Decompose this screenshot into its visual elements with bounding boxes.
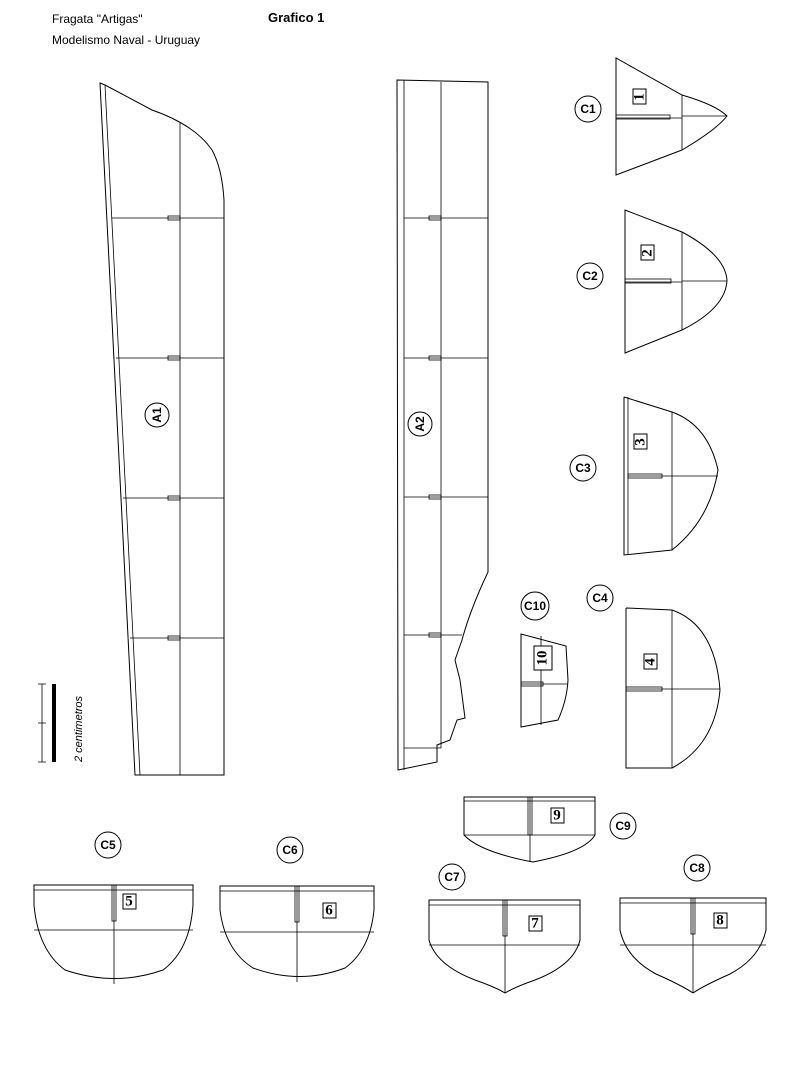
frame-c2: 2 C2 [576,209,728,354]
label-a2: A2 [413,416,427,432]
callout-circle [520,591,550,621]
label-a1: A1 [150,407,164,423]
frame-number-6: 6 [325,902,333,918]
label-c3: C3 [575,461,591,475]
frame-number-1: 1 [631,93,647,101]
label-c7: C7 [444,870,460,884]
frame-number-5: 5 [125,893,133,909]
label-c1: C1 [580,102,596,116]
frame-c6: 6 C6 [219,836,375,982]
callout-circle [276,836,304,864]
frame-c3: 3 C3 [569,396,719,556]
callout-circle [144,402,170,428]
frame-c10: 10 C10 [520,591,569,728]
header-line-2: Modelismo Naval - Uruguay [52,33,201,47]
label-c5: C5 [100,838,116,852]
sheet-title: Grafico 1 [268,10,325,25]
frame-number-8: 8 [716,912,724,928]
callout-circle [438,863,466,891]
callout-circle [94,831,122,859]
label-c2: C2 [582,269,598,283]
callout-circle [609,812,637,840]
frame-number-9: 9 [553,807,561,823]
part-a2: A2 [396,79,489,771]
callout-circle [574,95,602,123]
callout-circle [683,854,711,882]
frame-number-4: 4 [642,658,658,666]
frame-number-10: 10 [534,651,550,666]
frame-c7: 7 C7 [428,863,581,994]
part-a1: A1 [99,82,225,776]
frame-c5: 5 C5 [33,831,194,984]
frame-number-2: 2 [639,249,655,257]
label-c9: C9 [615,819,631,833]
scale-bar: 2 centimetros [38,683,85,763]
label-c4: C4 [592,591,608,605]
frame-c9: 9 C9 [463,796,637,863]
callout-circle [407,411,433,437]
frame-number-7: 7 [531,915,539,931]
label-c10: C10 [524,599,546,613]
frame-number-3: 3 [632,438,648,446]
callout-circle [569,454,597,482]
callout-circle [586,584,614,612]
callout-circle [576,262,604,290]
frame-c8: 8 C8 [619,854,767,994]
scale-label: 2 centimetros [73,695,85,763]
frame-c1: 1 C1 [574,57,728,176]
frame-c4: 4 C4 [586,584,721,769]
header-line-1: Fragata "Artigas" [52,12,143,26]
label-c6: C6 [282,843,298,857]
label-c8: C8 [689,861,705,875]
